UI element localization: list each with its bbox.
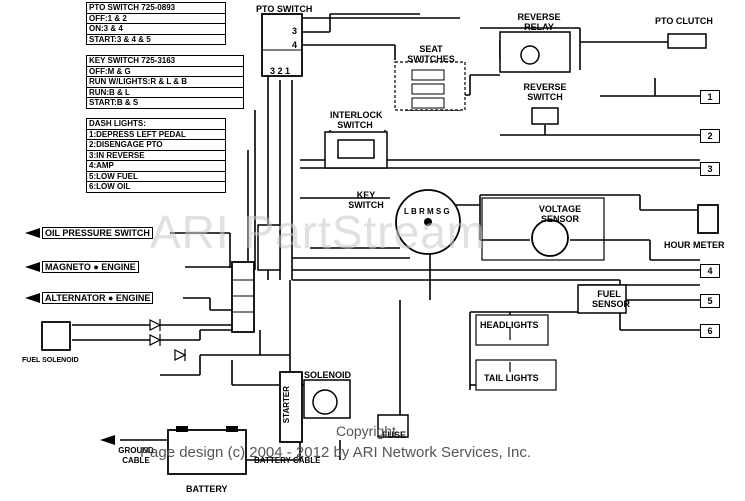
legend-line: 4:AMP: [87, 161, 225, 172]
legend-line: PTO SWITCH 725-0893: [87, 3, 225, 14]
ground-cable-label: GROUND CABLE: [118, 446, 154, 465]
pto-switch-terminals: 3 2 1: [270, 66, 291, 76]
pto-clutch-connector: [667, 33, 707, 49]
dash-terminal-4: 4: [700, 264, 720, 278]
battery-cable-label: BATTERY CABLE: [254, 456, 321, 465]
pto-term-3: 3: [292, 26, 298, 36]
voltage-sensor-label: VOLTAGE SENSOR: [538, 204, 582, 224]
tail-lights-box: [475, 359, 557, 391]
legend-line: 5:LOW FUEL: [87, 172, 225, 182]
interlock-switch-label: INTERLOCK SWITCH: [330, 110, 383, 130]
legend-line: 2:DISENGAGE PTO: [87, 140, 225, 151]
fuse-body: [377, 414, 409, 438]
dash-terminal-6: 6: [700, 324, 720, 338]
reverse-relay-label: REVERSE RELAY: [517, 12, 561, 32]
voltage-sensor-body: [531, 219, 569, 257]
key-switch-letters: L B R M S G: [404, 207, 450, 216]
legend-line: RUN W/LIGHTS:R & L & B: [87, 77, 243, 88]
magneto-label: MAGNETO ● ENGINE: [42, 261, 139, 273]
key-switch-label: KEY SWITCH: [348, 190, 384, 210]
voltage-sensor-frame: [481, 197, 605, 261]
dash-terminal-2: 2: [700, 129, 720, 143]
legend-line: DASH LIGHTS:: [87, 119, 225, 130]
legend-line: KEY SWITCH 725-3163: [87, 56, 243, 67]
legend-line: 1:DEPRESS LEFT PEDAL: [87, 130, 225, 140]
hour-meter-label: HOUR METER: [664, 240, 725, 250]
headlights-label: HEADLIGHTS: [480, 320, 539, 330]
copyright-line-2: Page design (c) 2004 - 2012 by ARI Netwo…: [140, 444, 532, 461]
fuel-solenoid-body: [41, 321, 71, 351]
tail-lights-label: TAIL LIGHTS: [484, 373, 539, 383]
dash-terminal-1: 1: [700, 90, 720, 104]
legend-line: 6:LOW OIL: [89, 182, 131, 191]
pto-switch-title: PTO SWITCH: [256, 4, 313, 14]
reverse-switch-label: REVERSE SWITCH: [523, 82, 567, 102]
legend-line: START:3 & 4 & 5: [89, 34, 151, 44]
legend-line: OFF:M & G: [87, 67, 243, 77]
oil-pressure-switch-label: OIL PRESSURE SWITCH: [42, 227, 153, 239]
battery-label: BATTERY: [186, 484, 228, 494]
fuel-solenoid-label: FUEL SOLENOID: [22, 357, 79, 364]
pto-switch-body: [261, 13, 303, 77]
pto-term-4: 4: [292, 40, 298, 50]
legend-line: START:B & S: [89, 98, 139, 107]
harness-connector: [231, 261, 255, 333]
legend-dash-lights: DASH LIGHTS: 1:DEPRESS LEFT PEDAL 2:DISE…: [86, 118, 226, 193]
seat-switches-label: SEAT SWITCHES: [407, 44, 455, 64]
watermark: ARI PartStream: [150, 206, 487, 258]
legend-key-switch: KEY SWITCH 725-3163 OFF:M & G RUN W/LIGH…: [86, 55, 244, 109]
fuel-sensor-frame: [577, 284, 627, 314]
legend-line: OFF:1 & 2: [87, 14, 225, 24]
headlights-box: [475, 314, 549, 346]
legend-line: RUN:B & L: [87, 88, 243, 98]
dash-terminal-3: 3: [700, 162, 720, 176]
starter-label: STARTER: [282, 386, 291, 424]
solenoid-label: SOLENOID: [304, 370, 352, 380]
hour-meter-body: [697, 204, 719, 234]
legend-line: 3:IN REVERSE: [87, 151, 225, 161]
starter-body: [279, 371, 303, 443]
dash-terminal-5: 5: [700, 294, 720, 308]
legend-pto-switch: PTO SWITCH 725-0893 OFF:1 & 2 ON:3 & 4 S…: [86, 2, 226, 45]
fuel-sensor-label: FUEL SENSOR: [592, 289, 631, 309]
pto-clutch-label: PTO CLUTCH: [655, 16, 713, 26]
battery-body: [167, 429, 247, 475]
copyright-line-1: Copyright: [336, 423, 396, 439]
alternator-label: ALTERNATOR ● ENGINE: [42, 292, 154, 304]
reverse-switch-body: [531, 107, 559, 125]
legend-line: ON:3 & 4: [87, 24, 225, 35]
fuse-label: FUSE: [382, 430, 407, 440]
harness-connector-2: [257, 224, 281, 271]
